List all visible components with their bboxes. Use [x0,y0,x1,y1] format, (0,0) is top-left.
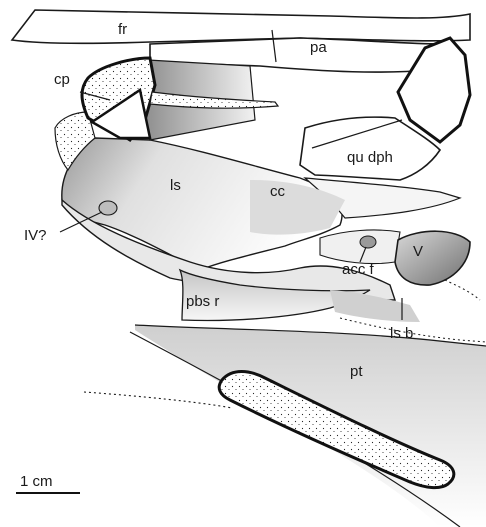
label-ls-b: ls b [390,325,413,342]
frontal-bone [12,10,470,43]
label-acc-f: acc f [342,261,375,278]
label-pt: pt [350,363,363,380]
label-pbs-r: pbs r [186,293,219,310]
accessory-foramen [360,236,376,248]
dotted-margin [445,280,480,300]
accessory-region [320,230,400,264]
label-fr: fr [118,21,127,38]
label-cp: cp [54,71,70,88]
label-ls: ls [170,177,181,194]
label-qu-dph: qu dph [347,149,393,166]
label-v: V [413,243,423,260]
dotted-ventral [84,392,232,408]
label-pa: pa [310,39,327,56]
scale-bar-label: 1 cm [20,473,53,490]
trigeminal-foramen [395,231,470,285]
scale-bar: 1 cm [16,473,80,493]
label-iv: IV? [24,227,47,244]
trochlear-foramen [99,201,117,215]
label-cc: cc [270,183,286,200]
